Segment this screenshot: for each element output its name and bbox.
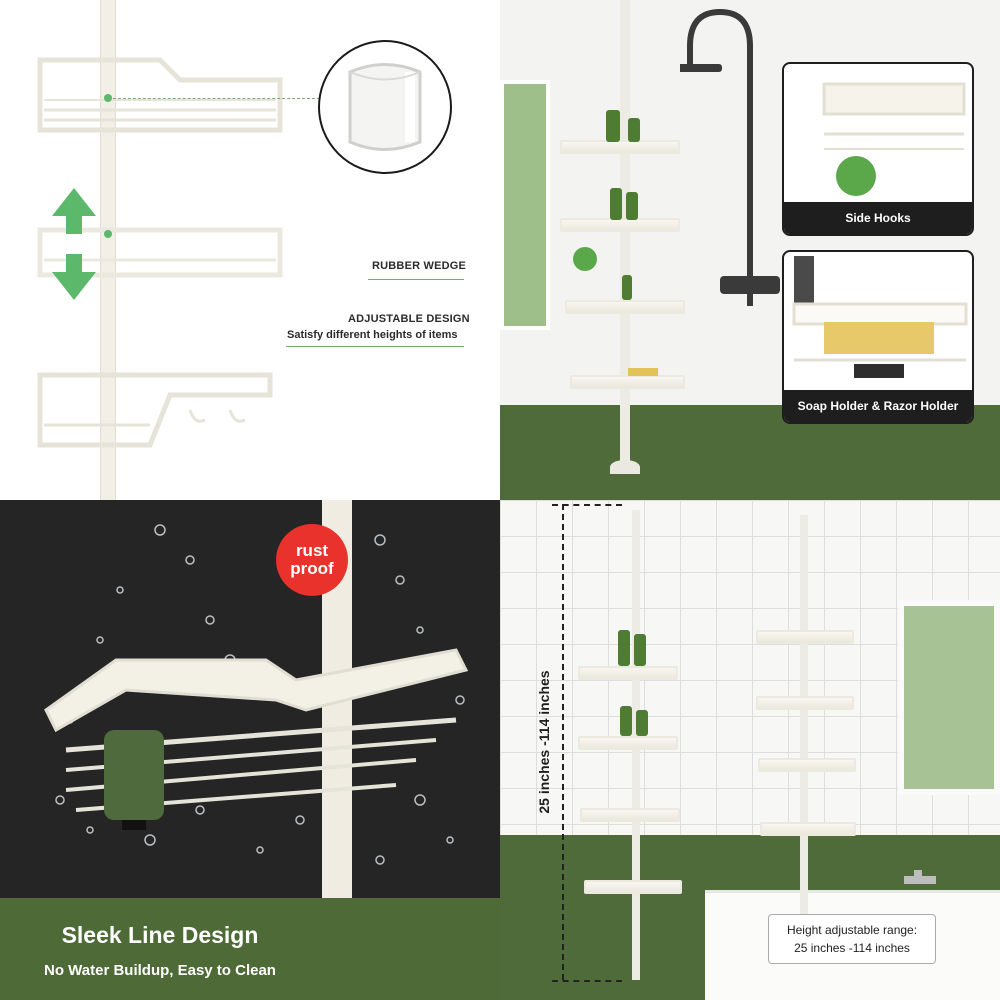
badge-line-2: proof: [290, 559, 334, 578]
window: [898, 600, 1000, 795]
rubber-wedge-label: RUBBER WEDGE: [372, 260, 467, 272]
panel-adjustable-design: RUBBER WEDGE ADJUSTABLE DESIGN Satisfy d…: [0, 0, 500, 500]
tension-pole: [620, 0, 630, 470]
shelf: [570, 375, 685, 389]
basket-shelf: [44, 648, 469, 830]
bathtub: [705, 890, 1000, 1000]
adjustable-design-label: ADJUSTABLE DESIGN: [348, 313, 470, 325]
bottom-shelf: [37, 372, 273, 448]
divider: [286, 346, 464, 347]
height-marker-bottom: [552, 980, 622, 982]
height-marker-top: [552, 504, 622, 506]
rust-proof-badge: rust proof: [276, 524, 348, 596]
shelf: [756, 630, 854, 644]
height-vertical-label: 25 inches -114 inches: [536, 670, 552, 814]
side-hooks-callout: Side Hooks: [782, 62, 974, 236]
side-hooks-icon: [822, 82, 966, 196]
soap-razor-callout: Soap Holder & Razor Holder: [782, 250, 974, 424]
shelf: [758, 758, 856, 772]
range-value: 25 inches -114 inches: [794, 941, 910, 955]
bottles-icon: [618, 630, 648, 736]
soap-holder-icon: [792, 256, 968, 378]
panel-bathroom-scene: Side Hooks Soap Holder & Razor Holder: [500, 0, 1000, 500]
height-range-card: Height adjustable range: 25 inches -114 …: [768, 914, 936, 964]
side-hooks-caption: Side Hooks: [784, 202, 972, 234]
up-down-arrow-icon: [52, 188, 96, 300]
shower-head-icon: [680, 8, 780, 306]
window: [500, 80, 550, 330]
callout-leader-line: [108, 98, 320, 99]
rubber-wedge-icon: [348, 63, 422, 151]
middle-shelf: [37, 227, 283, 278]
shelf: [580, 808, 680, 822]
sleek-line-subtitle: No Water Buildup, Easy to Clean: [44, 962, 276, 979]
height-marker-line: [562, 504, 564, 980]
soap-razor-caption: Soap Holder & Razor Holder: [784, 390, 972, 422]
range-title: Height adjustable range:: [786, 923, 918, 937]
divider: [368, 279, 464, 280]
adjustable-design-subtitle: Satisfy different heights of items: [287, 329, 458, 341]
badge-line-1: rust: [295, 541, 329, 560]
sleek-line-title: Sleek Line Design: [61, 922, 259, 948]
panel-sleek-line: rust proof Sleek Line Design No Water Bu…: [0, 500, 500, 1000]
faucet-icon: [904, 870, 936, 884]
shelf: [760, 822, 856, 836]
bottles-icon: [606, 110, 658, 376]
pole-foot: [610, 460, 640, 474]
shelf: [578, 736, 678, 750]
rubber-wedge-zoom: [318, 40, 452, 174]
shelf: [560, 140, 680, 154]
tension-pole-right: [800, 515, 808, 935]
panel-height-range: 25 inches -114 inches Height adjustable …: [500, 500, 1000, 1000]
green-band: [0, 898, 500, 1000]
shelf: [584, 880, 682, 894]
shelf: [578, 666, 678, 680]
shelf: [756, 696, 854, 710]
top-shelf: [37, 57, 283, 133]
sponge-icon: [573, 247, 597, 271]
shelf: [565, 300, 685, 314]
water-drops-icon: [55, 524, 465, 865]
